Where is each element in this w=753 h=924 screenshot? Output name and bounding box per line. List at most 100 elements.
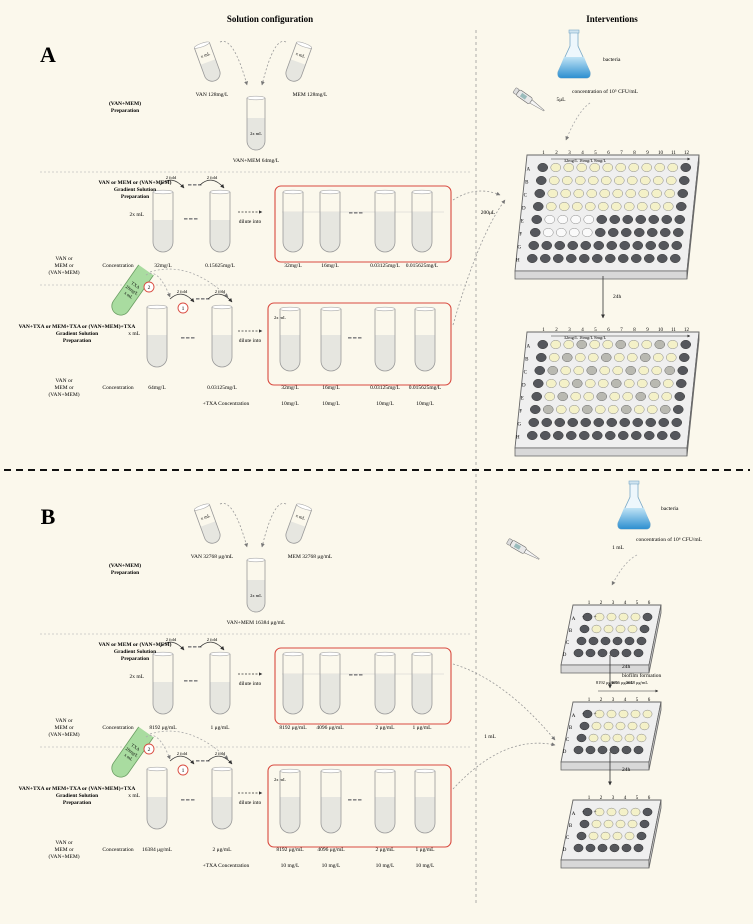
plate-well — [608, 228, 619, 237]
plate-well — [602, 163, 613, 172]
txa-source-tube-2 — [211, 304, 233, 368]
plate-well — [556, 405, 567, 414]
twofold-arrow-2 — [199, 641, 225, 651]
txa-dest-tube-4 — [414, 768, 436, 834]
plate-well — [663, 202, 674, 211]
plate-well — [536, 176, 547, 185]
step-2-badge — [143, 281, 155, 293]
plate-col-label: 12 — [684, 328, 690, 333]
plate-well — [630, 612, 641, 622]
plate-well — [641, 163, 652, 172]
plate-well — [619, 418, 630, 427]
tube-outline — [374, 309, 396, 372]
drug-label-3: (VAN+MEM) — [48, 853, 79, 860]
plate-well — [605, 254, 616, 263]
plate-row-label: A — [572, 617, 576, 622]
txa-volume: x mL — [123, 290, 134, 300]
plate-well — [609, 392, 620, 401]
plate-col-label: 11 — [671, 151, 676, 156]
plate-well — [534, 366, 545, 375]
grad-dest-conc: 2 μg/mL — [376, 725, 396, 731]
grad-dest-tube-3 — [374, 651, 396, 715]
ellipsis — [191, 337, 195, 339]
tube-rim — [296, 41, 312, 49]
plate-col-label: 7 — [620, 328, 623, 333]
plate-col-label: 5 — [594, 151, 597, 156]
tilted-tube — [285, 41, 313, 82]
twofold-arrow-2 — [207, 293, 233, 303]
ellipsis — [354, 674, 358, 676]
plate-well — [554, 418, 565, 427]
plate-row-label: B — [525, 358, 529, 363]
plate-top — [514, 331, 700, 449]
plate-well — [591, 624, 602, 634]
mem-tube: x mL — [285, 503, 313, 544]
tube-rim — [411, 189, 433, 195]
plate-well — [663, 379, 674, 388]
plate-well — [595, 405, 606, 414]
grad-source-tube-1 — [152, 189, 174, 253]
plate-well — [600, 831, 611, 841]
dilute-label: dilute into — [239, 338, 262, 344]
mix-arrow-left — [219, 40, 248, 86]
pipette-tip — [523, 548, 540, 560]
plate-well — [676, 202, 687, 211]
plate-well — [614, 353, 625, 362]
plate-well — [605, 431, 616, 440]
negative-control-label: - — [582, 809, 584, 815]
plate-well — [679, 353, 690, 362]
plate-well — [624, 636, 635, 646]
tube-liquid — [285, 521, 306, 544]
plate-well — [533, 202, 544, 211]
step-2-number: 2 — [148, 285, 151, 291]
plate-row-label: E — [521, 397, 524, 402]
plate-well — [579, 819, 590, 829]
plate-well — [579, 254, 590, 263]
plate-well — [632, 418, 643, 427]
plate-well — [582, 228, 593, 237]
plate-front — [560, 761, 650, 771]
plate-well — [636, 733, 647, 743]
plate-col-label: 1 — [588, 601, 591, 606]
plate-well — [562, 176, 573, 185]
plate-row-label: D — [563, 750, 567, 755]
tube-liquid — [210, 220, 230, 252]
txa-source-tube-2 — [211, 766, 233, 830]
tube-liquid — [320, 212, 340, 252]
plate-well — [618, 431, 629, 440]
panel-letter: A — [40, 42, 56, 67]
plate-well — [664, 366, 675, 375]
drug-label-3: (VAN+MEM) — [48, 391, 79, 398]
plate-well — [603, 624, 614, 634]
ellipsis — [354, 212, 358, 214]
plate-well — [557, 392, 568, 401]
plate-well — [648, 392, 659, 401]
txa-add-arrow-1 — [145, 734, 171, 760]
pipette-tip — [529, 99, 545, 112]
txa-source-tube-1 — [146, 766, 168, 830]
txa-name: TXA — [130, 743, 141, 753]
plate-well — [530, 405, 541, 414]
plate-row-label: H — [516, 436, 520, 441]
plate-well — [637, 379, 648, 388]
drug-label-3: (VAN+MEM) — [48, 269, 79, 276]
plate-well — [651, 366, 662, 375]
txa-gradient-box — [267, 302, 452, 386]
plate-well — [599, 366, 610, 375]
step-1-badge — [177, 302, 189, 314]
mix-volume-label: 2x mL — [250, 131, 262, 136]
grad-title-3: Preparation — [121, 194, 149, 200]
ellipsis — [198, 646, 202, 648]
plate-well — [569, 228, 580, 237]
plate-well — [544, 215, 555, 224]
step-1-number: 1 — [182, 768, 185, 774]
plate-well — [611, 202, 622, 211]
plate-well — [666, 176, 677, 185]
tube-liquid — [283, 674, 303, 714]
plate-well — [585, 648, 596, 658]
pipette-volume-label: 1 mL — [612, 545, 624, 551]
mix-arrow-left — [219, 502, 248, 548]
tube-liquid — [375, 212, 395, 252]
